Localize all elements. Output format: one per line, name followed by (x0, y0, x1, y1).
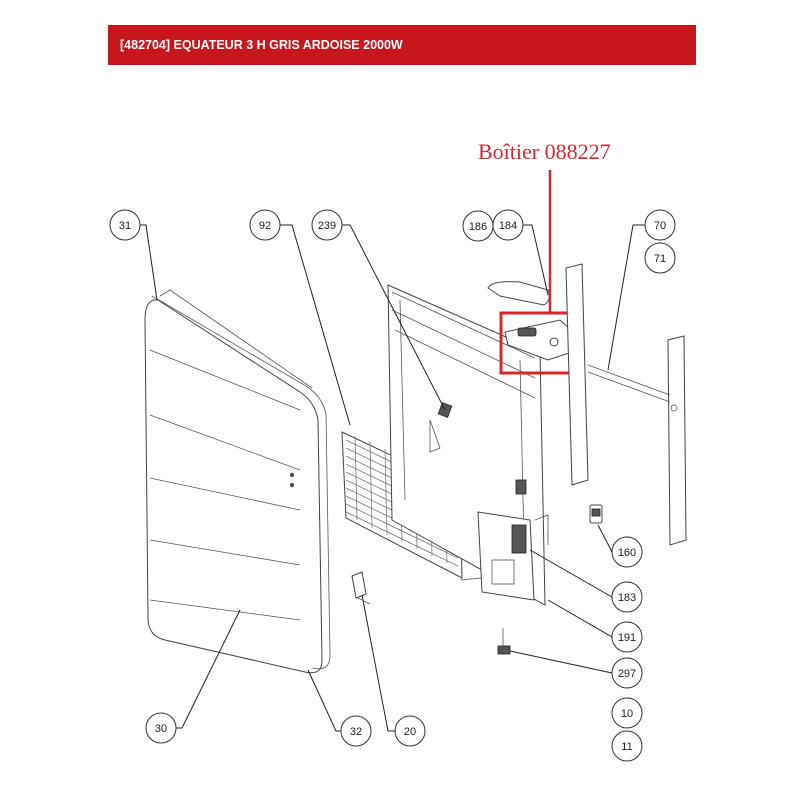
wall-bracket (565, 263, 687, 546)
svg-text:11: 11 (621, 741, 632, 753)
badge-160: 160 (611, 536, 643, 568)
badge-32: 32 (340, 715, 372, 747)
switch-160 (589, 504, 603, 524)
badge-297: 297 (611, 657, 643, 689)
callout-label: Boîtier 088227 (478, 139, 611, 164)
clip-20 (351, 571, 371, 605)
svg-text:92: 92 (259, 220, 271, 232)
leader-lines (139, 224, 645, 732)
svg-text:297: 297 (618, 668, 636, 680)
badge-191: 191 (611, 621, 643, 653)
top-cover (487, 281, 550, 306)
badge-31: 31 (109, 209, 141, 241)
svg-text:32: 32 (350, 726, 362, 738)
svg-text:160: 160 (618, 547, 636, 559)
badge-20: 20 (394, 715, 426, 747)
svg-text:191: 191 (618, 632, 636, 644)
svg-text:30: 30 (155, 723, 167, 735)
badge-30: 30 (145, 712, 177, 744)
control-box (504, 319, 579, 361)
svg-text:31: 31 (119, 220, 131, 232)
svg-text:186: 186 (469, 221, 487, 233)
page-header: [482704] EQUATEUR 3 H GRIS ARDOISE 2000W (108, 25, 696, 65)
svg-text:20: 20 (404, 726, 416, 738)
page-title: [482704] EQUATEUR 3 H GRIS ARDOISE 2000W (120, 38, 403, 52)
thermostat-board (477, 511, 535, 601)
svg-text:184: 184 (499, 220, 517, 232)
badge-92: 92 (249, 209, 281, 241)
probe-297 (497, 628, 511, 655)
svg-text:183: 183 (618, 592, 636, 604)
badge-186: 186 (462, 210, 494, 242)
svg-text:70: 70 (654, 220, 666, 232)
badge-184: 184 (492, 209, 524, 241)
badge-10: 10 (611, 697, 643, 729)
badge-239: 239 (311, 209, 343, 241)
badge-70: 70 (644, 209, 676, 241)
svg-text:239: 239 (318, 220, 336, 232)
front-panel (144, 289, 331, 674)
badge-11: 11 (611, 730, 643, 762)
svg-text:10: 10 (621, 708, 633, 720)
badge-183: 183 (611, 581, 643, 613)
svg-text:71: 71 (654, 253, 666, 265)
badge-71: 71 (644, 242, 676, 274)
